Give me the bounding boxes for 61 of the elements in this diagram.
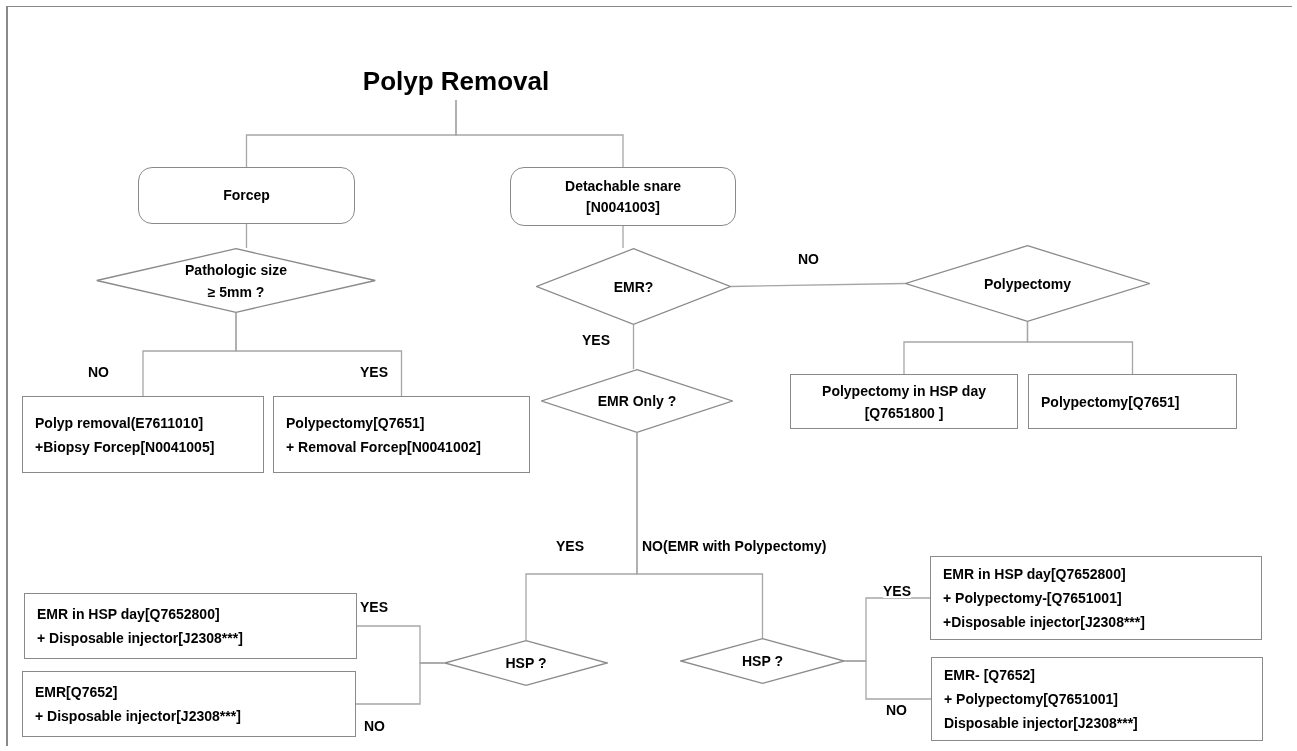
edge-label: YES bbox=[556, 539, 584, 553]
edge-label: NO bbox=[798, 252, 819, 266]
result-box bbox=[24, 593, 357, 659]
result-box bbox=[273, 396, 530, 473]
connector-line bbox=[632, 324, 635, 370]
node-text: HSP ? bbox=[741, 652, 784, 671]
connector-line bbox=[245, 223, 248, 249]
node-text: EMR? bbox=[612, 277, 655, 297]
edge-label: NO bbox=[886, 703, 907, 717]
decision-diamond bbox=[905, 245, 1150, 322]
decision-diamond bbox=[536, 248, 731, 325]
node-text: EMR Only ? bbox=[596, 392, 678, 411]
result-box bbox=[790, 374, 1018, 429]
edge-label: NO(EMR with Polypectomy) bbox=[642, 539, 827, 553]
process-box bbox=[510, 167, 736, 226]
title-text: Polyp Removal bbox=[362, 64, 550, 98]
result-box bbox=[930, 556, 1262, 640]
result-box bbox=[931, 657, 1263, 741]
node-text: + Polypectomy[Q7651001] bbox=[944, 690, 1119, 709]
process-box bbox=[138, 167, 355, 224]
node-text: EMR- [Q7652] bbox=[944, 666, 1037, 685]
node-text: Polypectomy[Q7651] bbox=[1041, 392, 1181, 412]
node-text: EMR in HSP day[Q7652800] bbox=[37, 605, 221, 624]
decision-diamond bbox=[96, 248, 376, 313]
node-text: Polypectomy[Q7651] bbox=[286, 413, 426, 433]
edge-label: YES bbox=[582, 333, 610, 347]
node-text: Polypectomy bbox=[982, 274, 1073, 294]
node-text: EMR in HSP day[Q7652800] bbox=[943, 565, 1127, 584]
edge-label: YES bbox=[360, 365, 388, 379]
node-text: + Disposable injector[J2308***] bbox=[35, 707, 242, 726]
node-text: + Disposable injector[J2308***] bbox=[37, 629, 244, 648]
connector-line bbox=[455, 99, 624, 168]
node-text: + Removal Forcep[N0041002] bbox=[286, 437, 482, 457]
edge-label: NO bbox=[88, 365, 109, 379]
node-text: +Disposable injector[J2308***] bbox=[943, 613, 1146, 632]
node-text: HSP ? bbox=[504, 654, 548, 673]
connector-line bbox=[355, 662, 445, 705]
node-text: EMR[Q7652] bbox=[35, 683, 119, 702]
decision-diamond bbox=[541, 369, 733, 433]
result-box bbox=[1028, 374, 1237, 429]
result-box bbox=[22, 396, 264, 473]
connector-line bbox=[1026, 321, 1134, 375]
edge-label: NO bbox=[364, 719, 385, 733]
result-box bbox=[22, 671, 356, 737]
node-text: + Polypectomy-[Q7651001] bbox=[943, 589, 1123, 608]
node-text: +Biopsy Forcep[N0041005] bbox=[35, 437, 216, 457]
node-text: Forcep bbox=[223, 186, 270, 205]
connector-line bbox=[235, 312, 403, 397]
edge-label: YES bbox=[360, 600, 388, 614]
decision-diamond bbox=[680, 638, 845, 684]
node-text: Detachable snare [N0041003] bbox=[564, 176, 682, 217]
connector-line bbox=[844, 660, 932, 700]
node-text: Pathologic size ≥ 5mm ? bbox=[184, 260, 288, 302]
connector-line bbox=[622, 225, 624, 249]
connector-line bbox=[730, 282, 906, 288]
node-text: Polyp removal(E7611010] bbox=[35, 413, 205, 433]
connector-line bbox=[636, 432, 764, 639]
node-text: Disposable injector[J2308***] bbox=[944, 714, 1139, 733]
node-text: Polypectomy in HSP day [Q7651800 ] bbox=[821, 381, 987, 423]
edge-label: YES bbox=[883, 584, 911, 598]
decision-diamond bbox=[444, 640, 608, 686]
